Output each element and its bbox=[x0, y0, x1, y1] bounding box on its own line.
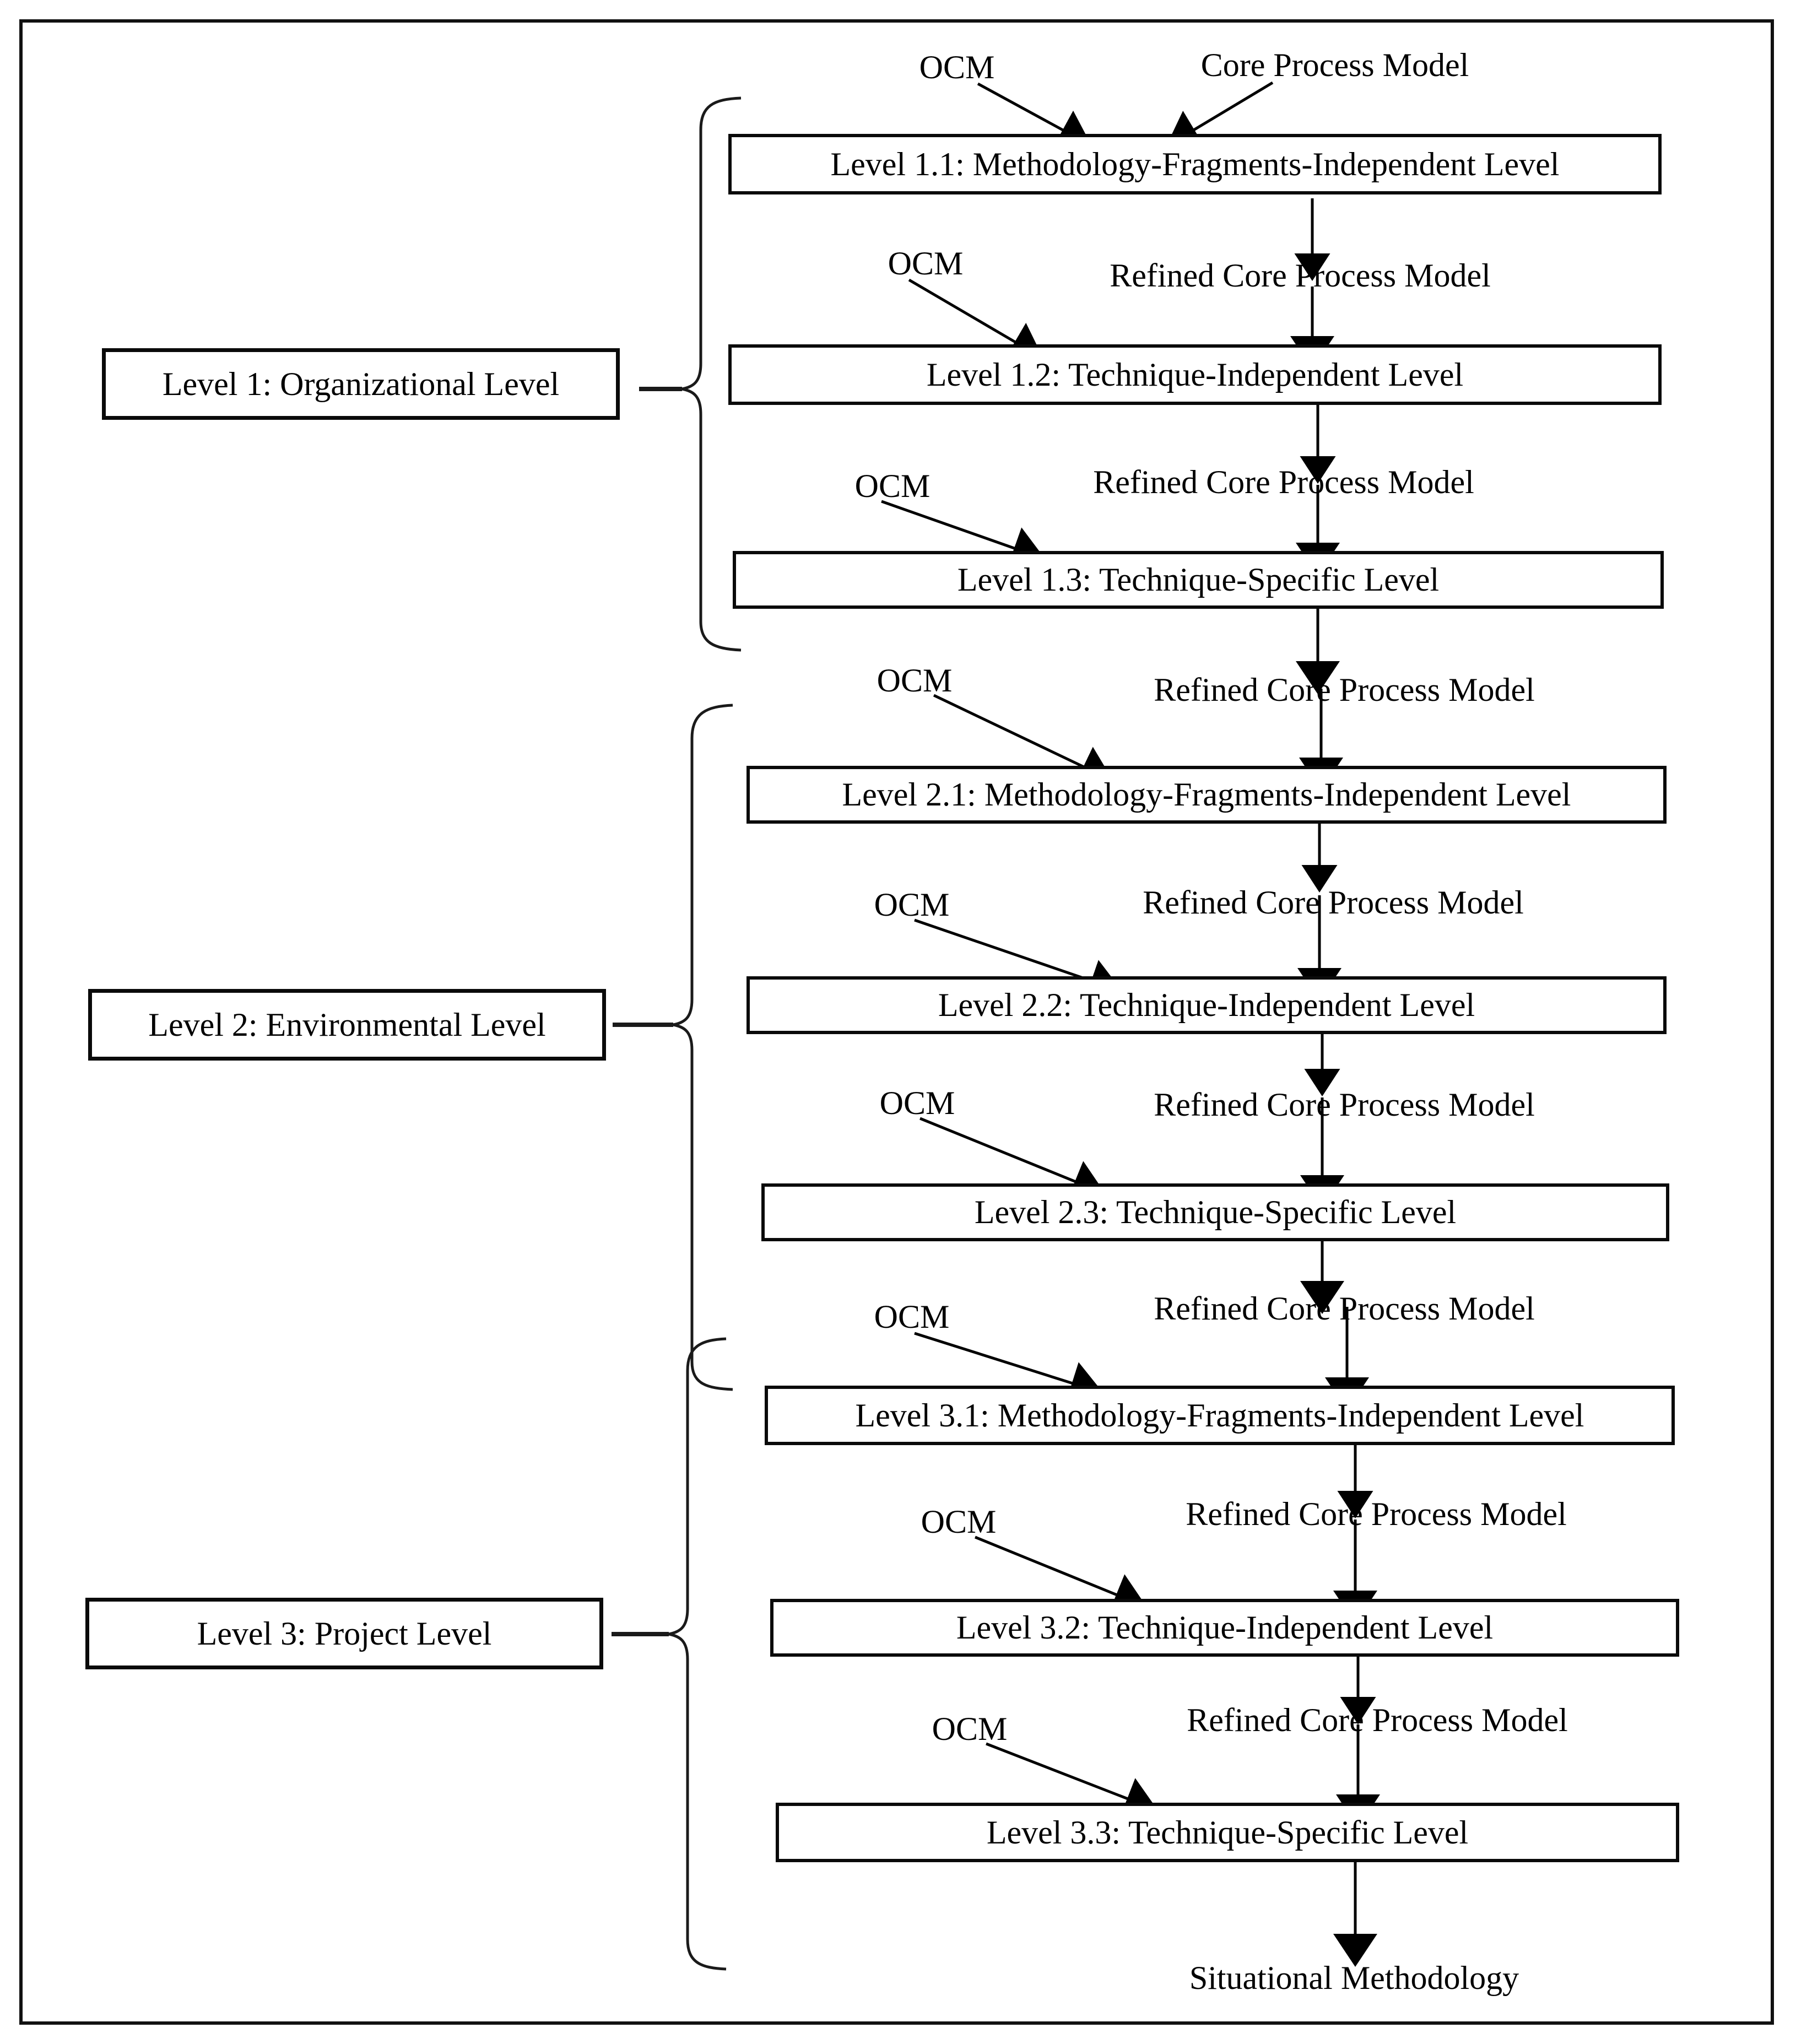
ocm-label-8: OCM bbox=[921, 1504, 997, 1540]
ocm-label-4: OCM bbox=[877, 662, 953, 699]
flow-label-situational-methodology: Situational Methodology bbox=[1189, 1960, 1519, 1996]
level-group-label-3: Level 3: Project Level bbox=[197, 1615, 492, 1652]
ocm-label-5: OCM bbox=[874, 886, 950, 923]
ocm-label-9: OCM bbox=[932, 1711, 1008, 1747]
ocm-label-1: OCM bbox=[919, 49, 995, 85]
level-group-label-1: Level 1: Organizational Level bbox=[162, 365, 560, 402]
node-box-level-3-2[interactable]: Level 3.2: Technique-Independent Level bbox=[770, 1599, 1679, 1657]
node-label-level-2-1: Level 2.1: Methodology-Fragments-Indepen… bbox=[842, 776, 1571, 813]
node-box-level-2-1[interactable]: Level 2.1: Methodology-Fragments-Indepen… bbox=[746, 766, 1667, 824]
ocm-label-2: OCM bbox=[888, 245, 964, 282]
node-label-level-3-1: Level 3.1: Methodology-Fragments-Indepen… bbox=[855, 1397, 1584, 1434]
node-label-level-2-3: Level 2.3: Technique-Specific Level bbox=[974, 1194, 1457, 1230]
level-group-label-2: Level 2: Environmental Level bbox=[148, 1006, 546, 1043]
node-label-level-3-2: Level 3.2: Technique-Independent Level bbox=[956, 1609, 1494, 1646]
flow-label-core-process-model: Core Process Model bbox=[1200, 47, 1469, 83]
ocm-label-7: OCM bbox=[874, 1299, 950, 1335]
flow-label-refined-2: Refined Core Process Model bbox=[1093, 464, 1474, 500]
node-label-level-2-2: Level 2.2: Technique-Independent Level bbox=[938, 987, 1475, 1023]
level-group-box-1[interactable]: Level 1: Organizational Level bbox=[102, 348, 620, 420]
node-box-level-1-2[interactable]: Level 1.2: Technique-Independent Level bbox=[728, 344, 1662, 405]
node-label-level-1-2: Level 1.2: Technique-Independent Level bbox=[926, 356, 1464, 393]
node-box-level-3-3[interactable]: Level 3.3: Technique-Specific Level bbox=[776, 1803, 1679, 1862]
node-box-level-1-3[interactable]: Level 1.3: Technique-Specific Level bbox=[733, 551, 1664, 609]
flow-label-refined-1: Refined Core Process Model bbox=[1110, 257, 1491, 294]
level-group-box-3[interactable]: Level 3: Project Level bbox=[85, 1598, 603, 1669]
flow-label-refined-7: Refined Core Process Model bbox=[1186, 1496, 1567, 1532]
node-label-level-1-1: Level 1.1: Methodology-Fragments-Indepen… bbox=[830, 145, 1560, 182]
flow-label-refined-3: Refined Core Process Model bbox=[1154, 672, 1535, 708]
node-label-level-3-3: Level 3.3: Technique-Specific Level bbox=[986, 1814, 1469, 1851]
node-box-level-2-2[interactable]: Level 2.2: Technique-Independent Level bbox=[746, 976, 1667, 1034]
level-group-box-2[interactable]: Level 2: Environmental Level bbox=[88, 989, 606, 1061]
node-box-level-2-3[interactable]: Level 2.3: Technique-Specific Level bbox=[761, 1183, 1669, 1241]
ocm-label-6: OCM bbox=[879, 1085, 955, 1121]
node-label-level-1-3: Level 1.3: Technique-Specific Level bbox=[957, 561, 1440, 598]
flow-label-refined-4: Refined Core Process Model bbox=[1143, 884, 1524, 921]
ocm-label-3: OCM bbox=[854, 468, 931, 504]
node-box-level-1-1[interactable]: Level 1.1: Methodology-Fragments-Indepen… bbox=[728, 134, 1662, 194]
flow-label-refined-8: Refined Core Process Model bbox=[1187, 1702, 1568, 1738]
node-box-level-3-1[interactable]: Level 3.1: Methodology-Fragments-Indepen… bbox=[765, 1386, 1675, 1445]
flow-label-refined-6: Refined Core Process Model bbox=[1154, 1290, 1535, 1327]
flow-label-refined-5: Refined Core Process Model bbox=[1154, 1086, 1535, 1123]
